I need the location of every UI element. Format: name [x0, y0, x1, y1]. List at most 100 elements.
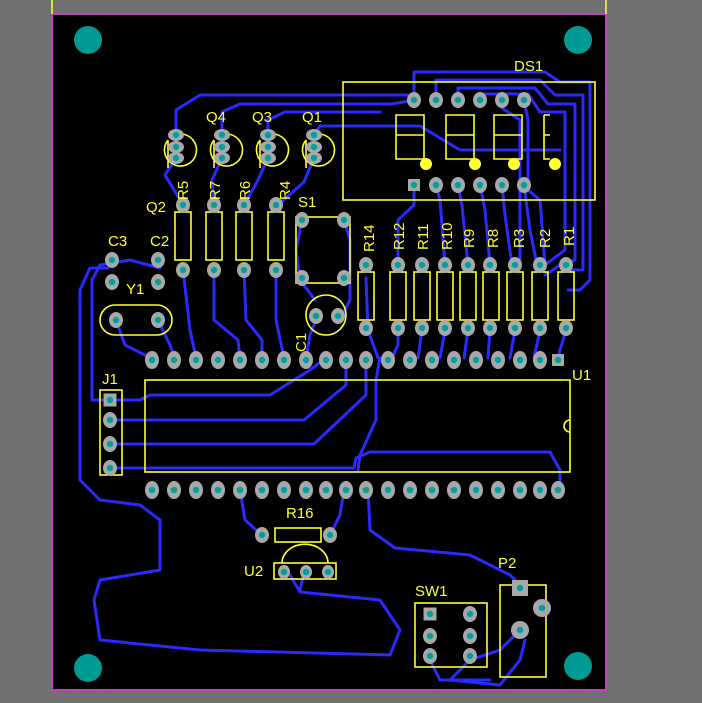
pad-drill [432, 96, 440, 104]
pad-drill [362, 356, 370, 364]
pad-drill [511, 324, 519, 332]
pad-drill [498, 181, 506, 189]
pad-drill [562, 261, 570, 269]
pad-drill [536, 324, 544, 332]
pad-drill [322, 486, 330, 494]
pad-drill [148, 486, 156, 494]
pad-drill [108, 278, 116, 286]
label-r9: R9 [461, 229, 478, 248]
pad-drill [472, 486, 480, 494]
pad-drill [218, 154, 226, 162]
pad-drill [236, 486, 244, 494]
pad-drill [441, 261, 449, 269]
pad-drill [441, 324, 449, 332]
pad-drill [466, 632, 474, 640]
label-r5: R5 [175, 181, 192, 200]
pad-drill [106, 440, 114, 448]
pad-drill [210, 201, 218, 209]
label-r3: R3 [511, 229, 528, 248]
pad-drill [310, 143, 318, 151]
pad-drill [426, 632, 434, 640]
pad-drill [342, 486, 350, 494]
pad-drill [112, 316, 120, 324]
label-c3: C3 [108, 233, 127, 250]
decimal-points [420, 158, 561, 170]
pad-drill [310, 154, 318, 162]
pad-drill [214, 486, 222, 494]
pad-drill [302, 568, 310, 576]
pad-drill [362, 261, 370, 269]
pad-drill [272, 201, 280, 209]
label-u2: U2 [244, 563, 263, 580]
pad-drill [520, 181, 528, 189]
pad-drill [214, 356, 222, 364]
pad-drill [426, 610, 434, 618]
pad-drill [516, 626, 524, 634]
pad-drill [179, 266, 187, 274]
pad-drill [536, 356, 544, 364]
label-r10: R10 [439, 222, 456, 250]
pad-drill [454, 96, 462, 104]
pad-drill [298, 216, 306, 224]
pad-drill [210, 266, 218, 274]
pad-drill [516, 486, 524, 494]
pad-drill [362, 324, 370, 332]
pad-drill [154, 278, 162, 286]
pad-drill [108, 256, 116, 264]
label-q1: Q1 [302, 109, 322, 126]
label-r2: R2 [537, 229, 554, 248]
label-r14: R14 [361, 224, 378, 252]
pad-drill [454, 181, 462, 189]
pad-drill [466, 610, 474, 618]
label-r8: R8 [485, 229, 502, 248]
label-r16: R16 [286, 505, 314, 522]
pad-drill [450, 486, 458, 494]
pad-drill [464, 261, 472, 269]
pad-drill [326, 531, 334, 539]
mounting-holes [74, 26, 592, 682]
pad-drill [264, 154, 272, 162]
pad-drill [280, 356, 288, 364]
label-r12: R12 [391, 222, 408, 250]
pad-drill [236, 356, 244, 364]
pad-drill [394, 324, 402, 332]
pad-drill [342, 356, 350, 364]
pad-drill [428, 356, 436, 364]
pad-drill [240, 266, 248, 274]
pad-drill [302, 486, 310, 494]
label-r11: R11 [415, 224, 432, 250]
pad-drill [172, 143, 180, 151]
pad-drill [280, 486, 288, 494]
label-j1: J1 [102, 371, 118, 388]
pad-drill [192, 486, 200, 494]
pad-drill [172, 154, 180, 162]
pad-drill [362, 486, 370, 494]
pad-drill [536, 261, 544, 269]
pad-drill [192, 356, 200, 364]
pad-drill [384, 486, 392, 494]
pad-drill [384, 356, 392, 364]
pad-drill [418, 324, 426, 332]
pad-drill [536, 486, 544, 494]
label-q2: Q2 [146, 199, 166, 216]
pad-drill [170, 486, 178, 494]
pad-drill [170, 356, 178, 364]
label-sw1: SW1 [415, 583, 448, 600]
pad-drill [432, 181, 440, 189]
pad-drill [562, 324, 570, 332]
pad-drill [394, 261, 402, 269]
pad-drill [312, 312, 320, 320]
pad-drill [554, 356, 562, 364]
pad-drill [476, 96, 484, 104]
pad-drill [406, 486, 414, 494]
pad-drill [218, 143, 226, 151]
pad-drill [264, 131, 272, 139]
pad-drill [258, 531, 266, 539]
pad-drill [410, 96, 418, 104]
pad-drill [154, 316, 162, 324]
pad-drill [272, 266, 280, 274]
pad-drill [258, 486, 266, 494]
pad-drill [418, 261, 426, 269]
pad-drill [520, 96, 528, 104]
pad-drill [494, 356, 502, 364]
